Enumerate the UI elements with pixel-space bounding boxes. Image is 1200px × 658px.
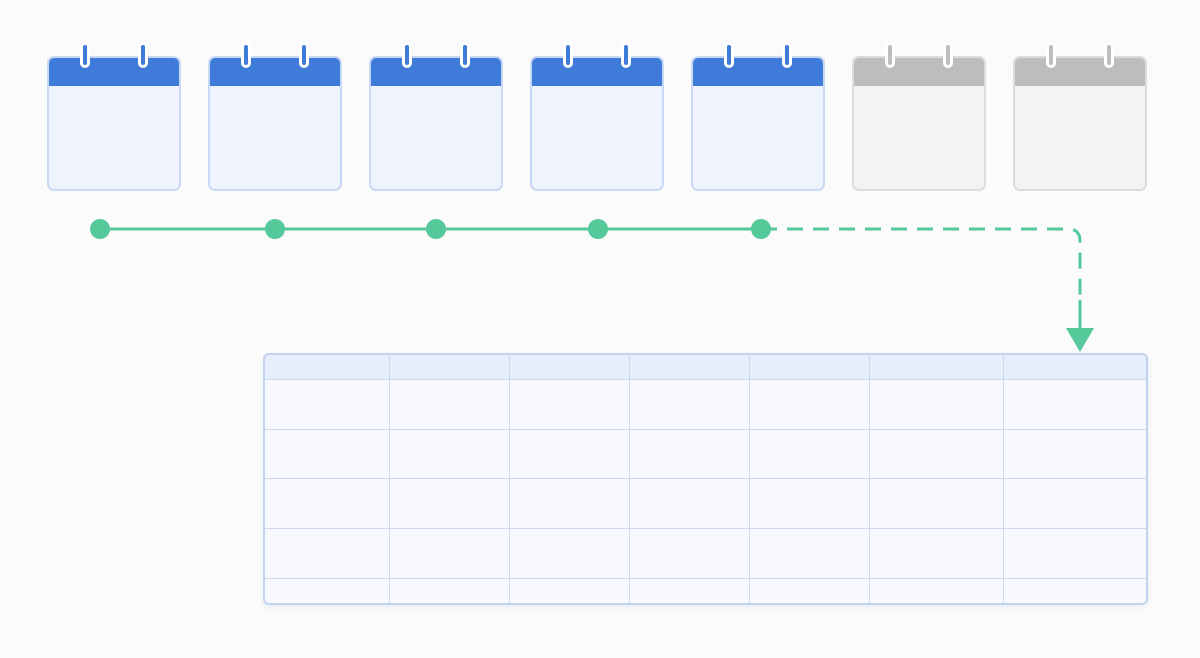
calendar-icon	[47, 42, 181, 191]
table-header-cell	[1003, 355, 1146, 381]
table-cell	[1003, 429, 1146, 480]
table-cell	[869, 429, 1004, 480]
table-cell	[509, 478, 630, 530]
table-cell	[265, 379, 390, 430]
table-cell	[265, 578, 390, 603]
table-cell	[869, 379, 1004, 430]
calendar-icon	[369, 42, 503, 191]
table-cell	[509, 379, 630, 430]
table-cell	[389, 478, 510, 530]
table-row	[265, 578, 1146, 603]
table-cell	[629, 379, 750, 430]
table-cell	[1003, 478, 1146, 530]
table-cell	[509, 578, 630, 603]
timeline-dot-icon	[588, 219, 608, 239]
table-cell	[265, 478, 390, 530]
table-cell	[265, 528, 390, 579]
table-row	[265, 429, 1146, 480]
table-cell	[509, 429, 630, 480]
table-cell	[869, 478, 1004, 530]
table-row	[265, 528, 1146, 579]
arrow-down-icon	[1066, 328, 1094, 352]
table-row	[265, 379, 1146, 430]
timeline-dot-icon	[751, 219, 771, 239]
table-header-cell	[629, 355, 750, 381]
table-cell	[869, 578, 1004, 603]
table-cell	[1003, 528, 1146, 579]
table-cell	[389, 578, 510, 603]
calendar-icon-inactive	[1013, 42, 1147, 191]
table-cell	[749, 429, 870, 480]
table-cell	[1003, 379, 1146, 430]
table-header-cell	[265, 355, 390, 381]
calendar-icon	[208, 42, 342, 191]
table-header-cell	[869, 355, 1004, 381]
timeline-dot-icon	[426, 219, 446, 239]
table-cell	[629, 528, 750, 579]
table-row	[265, 478, 1146, 530]
table-header-cell	[509, 355, 630, 381]
table-cell	[389, 379, 510, 430]
table-cell	[389, 528, 510, 579]
table-header-row	[265, 355, 1146, 381]
table-cell	[749, 578, 870, 603]
timeline-dot-icon	[90, 219, 110, 239]
table-cell	[629, 478, 750, 530]
table-cell	[509, 528, 630, 579]
table-grid-icon	[263, 353, 1148, 605]
table-cell	[629, 429, 750, 480]
table-cell	[629, 578, 750, 603]
timeline-dot-icon	[265, 219, 285, 239]
table-cell	[869, 528, 1004, 579]
table-cell	[1003, 578, 1146, 603]
table-cell	[749, 379, 870, 430]
calendar-icon	[530, 42, 664, 191]
table-cell	[749, 478, 870, 530]
timeline-dashed-line	[761, 227, 1082, 330]
table-header-cell	[389, 355, 510, 381]
calendar-icon	[691, 42, 825, 191]
table-cell	[265, 429, 390, 480]
table-header-cell	[749, 355, 870, 381]
table-cell	[389, 429, 510, 480]
table-cell	[749, 528, 870, 579]
calendar-icon-inactive	[852, 42, 986, 191]
